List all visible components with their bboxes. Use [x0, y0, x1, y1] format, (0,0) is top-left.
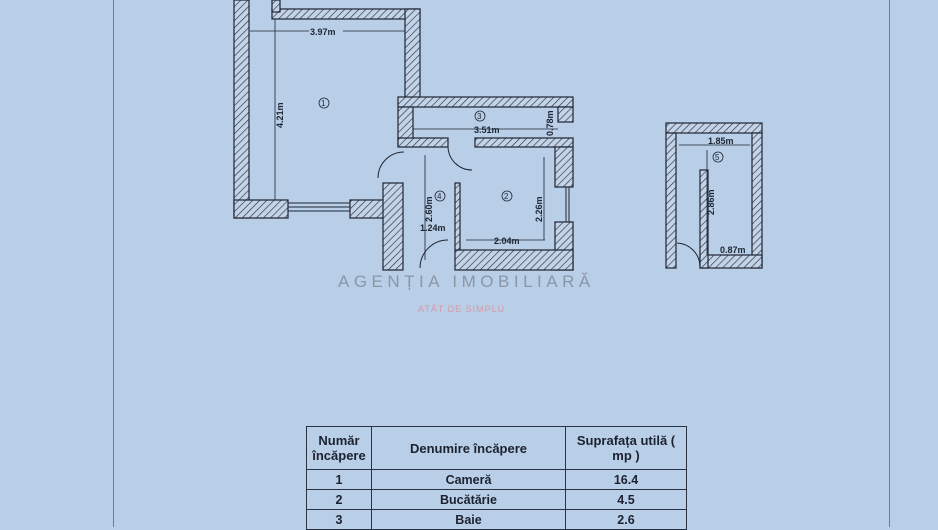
svg-text:2: 2 [504, 192, 509, 201]
svg-text:0.78m: 0.78m [545, 110, 555, 136]
page-edge-right [889, 0, 890, 527]
svg-text:0.87m: 0.87m [720, 245, 746, 255]
watermark-tagline: ATÂT DE SIMPLU [418, 304, 506, 314]
windows-doors [288, 146, 701, 269]
room-markers [318, 97, 724, 202]
table-header-row: Număr încăpere Denumire încăpere Suprafa… [306, 426, 687, 470]
rooms-table: Număr încăpere Denumire încăpere Suprafa… [306, 426, 687, 530]
svg-text:2.60m: 2.60m [424, 196, 434, 222]
svg-text:3.51m: 3.51m [474, 125, 500, 135]
page-edge-left [113, 0, 114, 527]
svg-text:1.24m: 1.24m [420, 223, 446, 233]
table-row: 1 Cameră 16.4 [306, 469, 687, 490]
watermark-brand: AGENȚIA IMOBILIARĂ [338, 272, 595, 291]
header-room-number: Număr încăpere [306, 426, 372, 470]
dimension-labels: 3.97m 4.21m 3.51m 0.78m 2.04m 2.26m 2.60… [275, 26, 746, 255]
table-row: 2 Bucătărie 4.5 [306, 489, 687, 510]
header-area: Suprafața utilă ( mp ) [565, 426, 687, 470]
svg-text:2.04m: 2.04m [494, 236, 520, 246]
svg-text:4: 4 [437, 192, 442, 201]
walls [233, 0, 763, 271]
svg-text:4.21m: 4.21m [275, 102, 285, 128]
svg-text:3: 3 [477, 112, 482, 121]
svg-text:2.26m: 2.26m [534, 196, 544, 222]
svg-text:1.85m: 1.85m [708, 136, 734, 146]
svg-text:3.97m: 3.97m [310, 27, 336, 37]
svg-text:2.86m: 2.86m [706, 189, 716, 215]
svg-text:1: 1 [321, 99, 326, 108]
header-room-name: Denumire încăpere [371, 426, 566, 470]
svg-text:5: 5 [715, 153, 720, 162]
